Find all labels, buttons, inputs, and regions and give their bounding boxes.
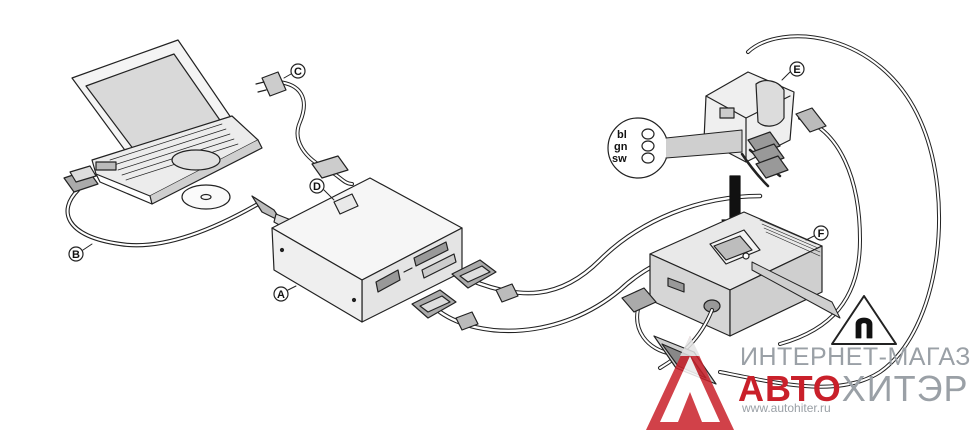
magnet-pointer bbox=[751, 261, 841, 319]
pin-label-bl: bl bbox=[617, 129, 627, 141]
magnet-warning-icon bbox=[831, 295, 897, 345]
callout-a bbox=[273, 285, 297, 302]
watermark-url: www.autohiter.ru bbox=[742, 401, 831, 415]
watermark-brand-gray: ХИТЭР bbox=[841, 368, 969, 409]
callout-f-label: F bbox=[818, 228, 825, 240]
callout-b bbox=[68, 243, 93, 262]
watermark-brand: АВТОХИТЭР bbox=[738, 368, 969, 410]
power-cable-c bbox=[255, 71, 354, 186]
interface-box-a bbox=[271, 177, 463, 323]
watermark-brand-red: АВТО bbox=[738, 368, 842, 409]
callout-f bbox=[805, 225, 829, 241]
pin-label-gn: gn bbox=[614, 141, 628, 153]
callout-e bbox=[781, 61, 805, 81]
pin-label-sw: sw bbox=[612, 153, 627, 165]
callout-d bbox=[309, 178, 335, 201]
callout-d-label: D bbox=[313, 181, 321, 193]
loop-cable bbox=[718, 34, 941, 389]
watermark-logo-icon bbox=[646, 336, 734, 430]
sensor-e bbox=[703, 71, 795, 188]
callout-e-label: E bbox=[793, 64, 800, 76]
laptop bbox=[71, 39, 263, 205]
watermark-store-line: ИНТЕРНЕТ-МАГАЗИН bbox=[740, 343, 970, 371]
pin-detail-callout bbox=[607, 117, 743, 179]
callout-c-label: C bbox=[294, 66, 302, 78]
cd-disc bbox=[181, 184, 231, 210]
callout-c bbox=[283, 63, 306, 79]
callout-a-label: A bbox=[277, 289, 285, 301]
measuring-box-f bbox=[649, 211, 823, 337]
callout-b-label: B bbox=[72, 249, 80, 261]
